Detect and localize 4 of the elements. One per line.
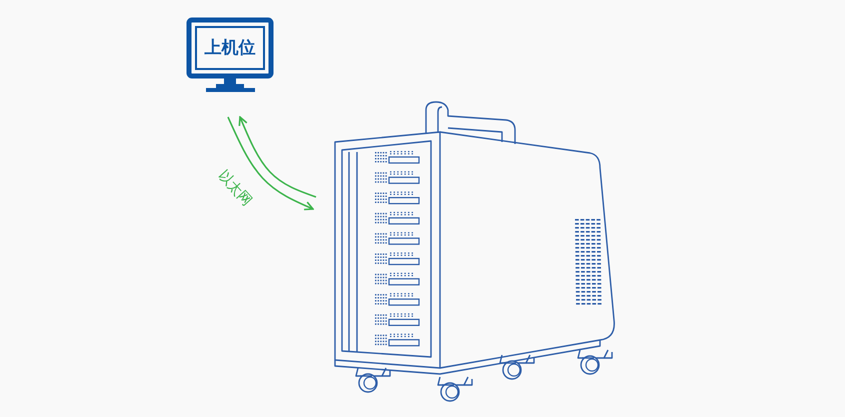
edge-label: 以太网: [216, 168, 254, 209]
arrow: [227, 116, 314, 210]
arrow: [238, 116, 316, 198]
node-label: 上机位: [204, 37, 256, 59]
